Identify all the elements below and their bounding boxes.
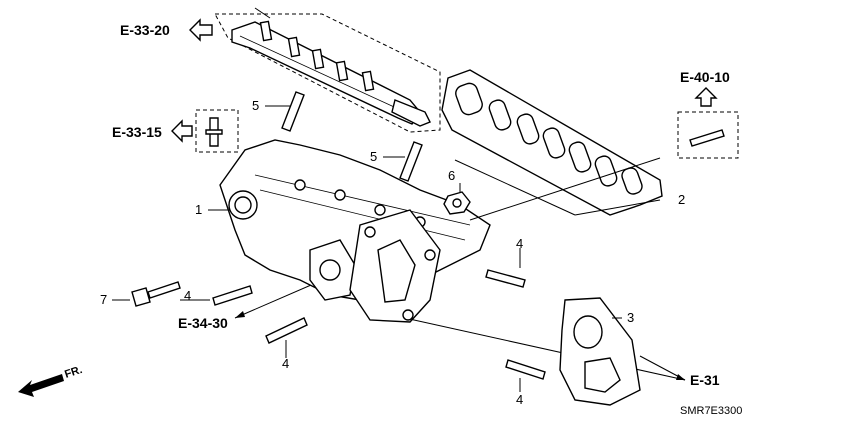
bolt-boss — [334, 189, 346, 201]
gasket-port — [516, 113, 540, 145]
intake-gasket — [441, 69, 663, 216]
gasket-port — [594, 155, 618, 187]
callout-5: 5 — [252, 98, 259, 113]
bolt-boss — [364, 226, 376, 238]
injector-port — [311, 48, 325, 70]
callout-4: 4 — [516, 392, 523, 407]
bolt-head — [131, 287, 151, 307]
callout-4: 4 — [516, 236, 523, 251]
front-arrow-icon — [18, 374, 64, 397]
intake-manifold — [219, 139, 491, 323]
callout-5: 5 — [370, 149, 377, 164]
bolt-boss — [294, 179, 306, 191]
stud-box-left — [195, 109, 239, 153]
dashed-outline — [214, 13, 441, 133]
stud-5a — [281, 91, 305, 132]
diagram-code: SMR7E3300 — [680, 405, 742, 417]
injector-port — [361, 70, 375, 92]
stud — [399, 141, 423, 182]
leader-line — [234, 281, 319, 319]
gasket-port — [455, 82, 483, 116]
gasket-port — [488, 99, 512, 131]
leader-line — [469, 157, 661, 221]
egr-port — [377, 239, 416, 303]
nut-6 — [443, 191, 471, 215]
leader-line — [404, 317, 686, 381]
stud-4d — [505, 359, 546, 380]
manifold-ridge — [259, 189, 466, 241]
ref-e34-30-label: E-34-30 — [178, 315, 228, 331]
dashed-box — [195, 109, 239, 153]
callout-4: 4 — [184, 288, 191, 303]
ref-e31[interactable]: E-31 — [404, 317, 720, 388]
stud — [485, 269, 526, 288]
nut-hole — [452, 198, 462, 208]
stud-4c — [485, 269, 526, 288]
gasket-port — [568, 141, 592, 173]
ref-e31-label: E-31 — [690, 372, 720, 388]
stud — [265, 317, 308, 344]
callout-6: 6 — [448, 168, 455, 183]
stud — [505, 359, 546, 380]
stud-box-right — [677, 111, 739, 159]
stud-4b — [265, 317, 308, 344]
gasket-port — [573, 315, 603, 349]
ref-e34-30[interactable]: E-34-30 — [178, 281, 319, 331]
leader-line — [454, 159, 576, 216]
fitting — [254, 7, 271, 19]
gasket-port — [584, 357, 621, 393]
front-marker: FR. — [18, 364, 84, 397]
arrow-left-icon — [171, 119, 193, 143]
bolt-boss — [402, 309, 414, 321]
ref-e33-15-label: E-33-15 — [112, 124, 162, 140]
bolt-boss — [374, 204, 386, 216]
fuel-rail — [214, 7, 441, 133]
ref-e40-10-label: E-40-10 — [680, 69, 730, 85]
manifold-port-inner — [234, 196, 252, 214]
leader-lines — [112, 105, 661, 392]
gasket-port — [542, 127, 566, 159]
stud-5b — [399, 141, 423, 182]
arrow-up-icon — [694, 87, 718, 107]
arrow-left-icon — [189, 18, 213, 42]
arrowhead-icon — [676, 374, 685, 380]
rail-line — [239, 35, 406, 113]
ref-e33-20-label: E-33-20 — [120, 22, 170, 38]
stud — [281, 91, 305, 132]
pressure-sensor — [391, 99, 431, 127]
arrowhead-icon — [235, 311, 245, 318]
injector-port — [287, 36, 301, 58]
ref-e33-15[interactable]: E-33-15 — [112, 119, 193, 143]
callout-7: 7 — [100, 292, 107, 307]
bolt-7 — [131, 281, 181, 307]
callout-1: 1 — [195, 202, 202, 217]
flange-port — [319, 259, 341, 281]
callout-4: 4 — [282, 356, 289, 371]
dashed-box — [677, 111, 739, 159]
bolt-shank — [147, 281, 181, 299]
stud — [689, 129, 725, 147]
rail-body — [231, 21, 421, 125]
callout-2: 2 — [678, 192, 685, 207]
stud-4a — [212, 285, 253, 306]
stud — [212, 285, 253, 306]
manifold-ridge — [254, 174, 471, 226]
stud-collar — [205, 129, 223, 135]
egr-gasket — [559, 297, 641, 406]
front-marker-label: FR. — [63, 364, 84, 381]
leader-line — [574, 199, 661, 216]
injector-port — [259, 20, 273, 42]
callout-3: 3 — [627, 310, 634, 325]
bolt-boss — [424, 249, 436, 261]
ref-e40-10[interactable]: E-40-10 — [680, 69, 730, 107]
ref-e33-20[interactable]: E-33-20 — [120, 18, 213, 42]
injector-port — [335, 60, 349, 82]
